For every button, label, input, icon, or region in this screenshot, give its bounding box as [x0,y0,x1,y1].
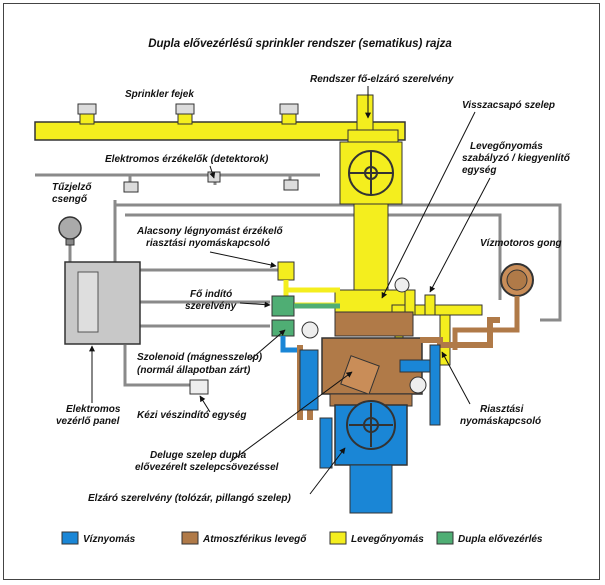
label-solenoid-1: Szolenoid (mágnesszelep) [137,352,263,363]
legend-label-atmospheric: Atmoszférikus levegő [202,534,307,545]
shutoff-valve-wheel-icon [346,400,396,450]
label-fire-bell-1: Tűzjelző [52,182,92,193]
label-detectors: Elektromos érzékelők (detektorok) [105,154,269,165]
label-main-valve: Rendszer fő-elzáró szerelvény [310,74,454,85]
leader-lines [89,86,491,495]
label-shutoff: Elzáró szerelvény (tolózár, pillangó sze… [88,493,292,504]
label-solenoid-2: (normál állapotban zárt) [137,365,251,376]
label-control-panel-1: Elektromos [66,404,121,415]
label-alarm-switch-1: Riasztási [480,404,524,415]
diagram-title: Dupla elővezérlésű sprinkler rendszer (s… [148,38,452,50]
legend-item-water: Víznyomás [61,531,136,545]
legend-swatch-atmospheric [181,531,199,545]
legend-label-pilot: Dupla elővezérlés [458,534,543,545]
label-deluge-2: elővezérelt szelepcsövezéssel [135,462,279,473]
label-main-trigger-1: Fő indító [190,289,232,300]
diagram-frame [3,3,600,580]
label-water-gong: Vízmotoros gong [480,238,562,249]
main-valve-wheel-icon [348,150,394,196]
label-sprinkler-heads: Sprinkler fejek [125,89,194,100]
legend-label-air: Levegőnyomás [351,534,424,545]
main-trigger-pilot [271,295,340,353]
label-main-trigger-2: szerelvény [185,301,237,312]
legend-swatch-water [61,531,79,545]
label-alarm-switch-2: nyomáskapcsoló [460,416,541,427]
fire-bell-icon [58,216,82,246]
manual-release-icon [189,379,209,395]
legend-item-air: Levegőnyomás [329,531,424,545]
sprinkler-head-icon [77,103,299,115]
legend-swatch-air [329,531,347,545]
label-low-air-1: Alacsony légnyomást érzékelő [136,226,284,237]
water-gong-icon [452,263,534,350]
label-fire-bell-2: csengő [52,194,88,205]
label-air-regulator-2: szabályzó / kiegyenlítő [462,153,571,164]
sprinkler-pipe [34,111,406,141]
legend: Víznyomás Atmoszférikus levegő Levegőnyo… [61,531,543,545]
label-control-panel-2: vezérlő panel [56,416,120,427]
legend-item-pilot: Dupla elővezérlés [436,531,543,545]
label-low-air-2: riasztási nyomáskapcsoló [146,238,270,249]
label-air-regulator-3: egység [462,165,496,176]
legend-swatch-pilot [436,531,454,545]
control-panel-icon [64,261,141,345]
label-air-regulator-1: Levegőnyomás [470,141,543,152]
label-check-valve: Visszacsapó szelep [462,100,555,111]
label-deluge-1: Deluge szelep dupla [150,450,247,461]
legend-label-water: Víznyomás [83,534,136,545]
legend-item-atmospheric: Atmoszférikus levegő [181,531,307,545]
label-manual-release: Kézi vészindító egység [137,410,246,421]
